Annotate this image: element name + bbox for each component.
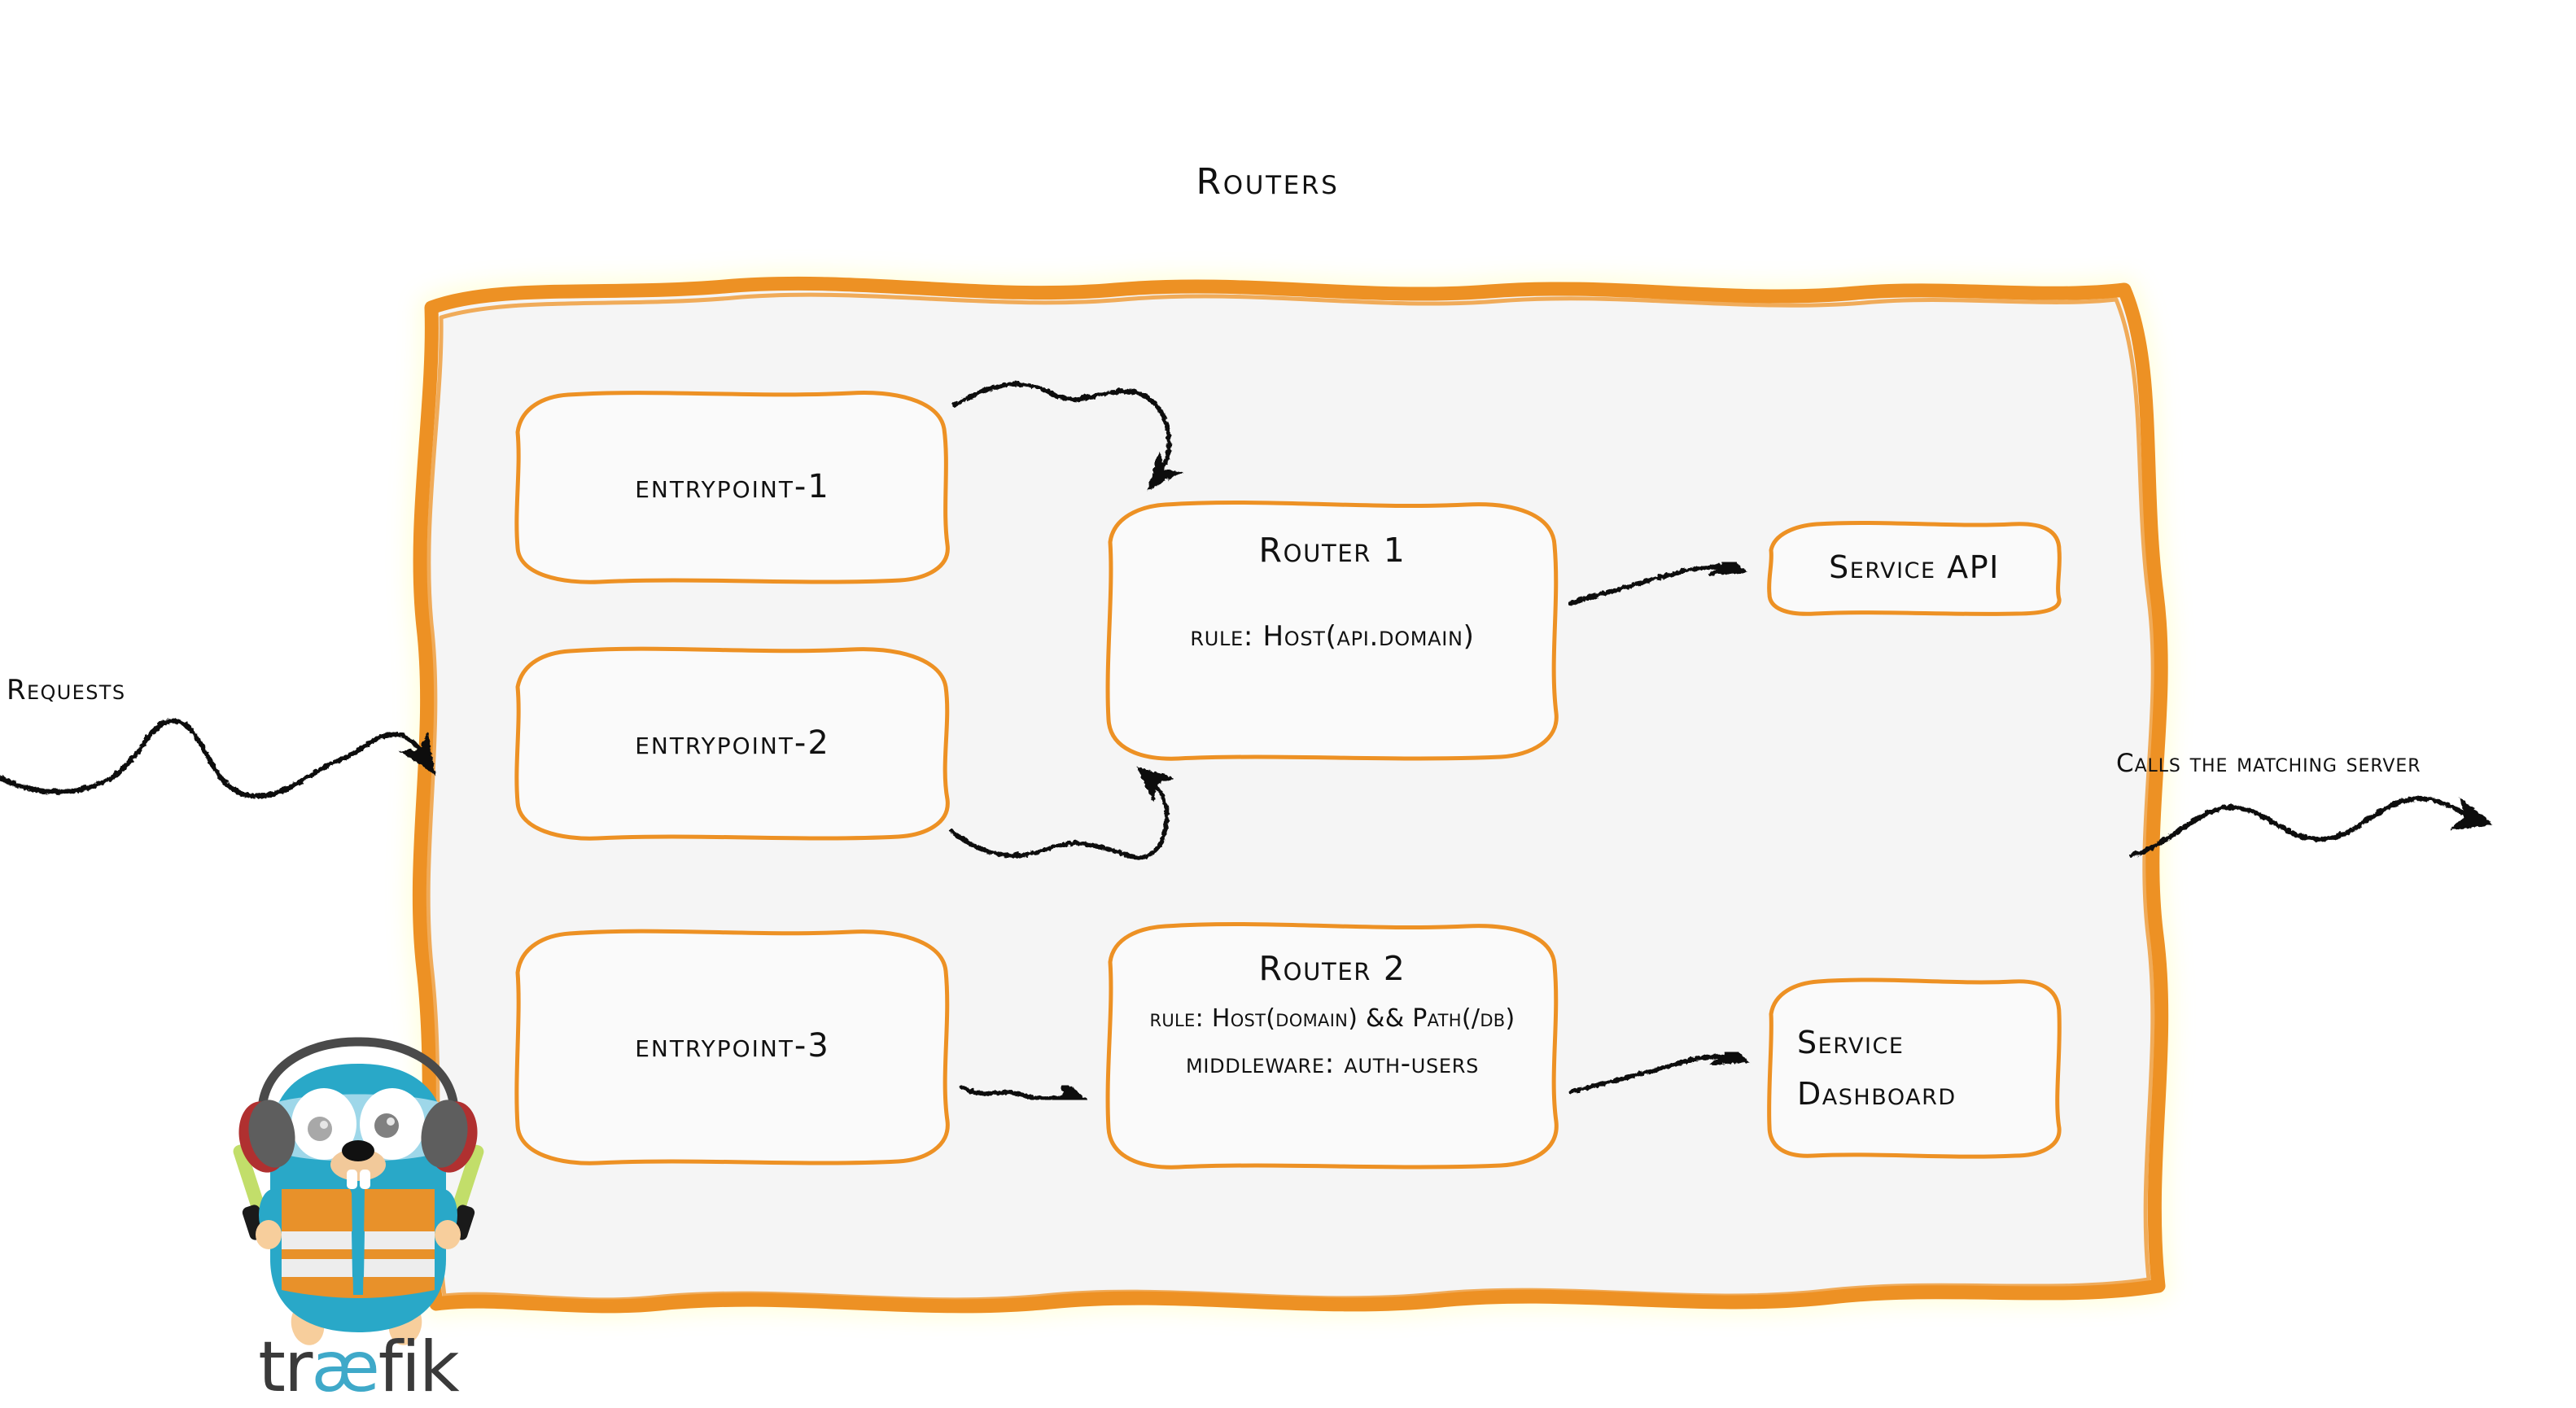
tooth-left <box>347 1170 357 1189</box>
nose <box>342 1140 374 1161</box>
wordmark-accent: æ <box>311 1327 378 1408</box>
vest-opening-2 <box>352 1231 365 1277</box>
headphone-band <box>257 1037 459 1113</box>
hand-left <box>256 1220 282 1249</box>
tooth-right <box>360 1170 370 1189</box>
pupil-right-highlight <box>387 1117 395 1126</box>
entrypoint-box-1[interactable]: entrypoint-1 <box>510 387 956 586</box>
headphone-cup-left <box>238 1100 295 1173</box>
traefik-wordmark: træfik <box>258 1327 460 1408</box>
pupil-left-highlight <box>320 1121 328 1129</box>
box-outline <box>514 391 950 584</box>
box-outline <box>514 646 950 841</box>
box-outline <box>1767 520 2062 616</box>
arrow-requests-in <box>0 717 435 798</box>
wordmark-suffix: fik <box>378 1327 460 1408</box>
box-outline <box>1767 977 2062 1159</box>
box-outline <box>514 929 950 1165</box>
entrypoint-box-2[interactable]: entrypoint-2 <box>510 643 956 842</box>
page-title-text: Routers <box>1196 161 1340 203</box>
page-title: Routers <box>0 161 2576 203</box>
router-box-1[interactable]: Router 1 rule: Host(api.domain) <box>1100 496 1564 765</box>
box-outline <box>1105 500 1559 761</box>
requests-label: Requests <box>7 674 126 706</box>
service-box-dashboard[interactable]: Service Dashboard <box>1763 975 2066 1162</box>
traefik-logo: træfik <box>228 1037 488 1408</box>
wordmark-prefix: tr <box>258 1327 313 1408</box>
calls-label: Calls the matching server <box>2116 749 2421 778</box>
muzzle <box>330 1148 386 1181</box>
pupil-left <box>308 1117 332 1141</box>
headphone-cup-right <box>421 1100 478 1173</box>
router-box-2[interactable]: Router 2 rule: Host(domain) && Path(/db)… <box>1100 918 1564 1172</box>
service-box-api[interactable]: Service API <box>1763 519 2066 617</box>
pupil-right <box>374 1113 399 1138</box>
hand-right <box>435 1220 461 1249</box>
entrypoint-box-3[interactable]: entrypoint-3 <box>510 924 956 1168</box>
box-outline <box>1105 921 1559 1170</box>
